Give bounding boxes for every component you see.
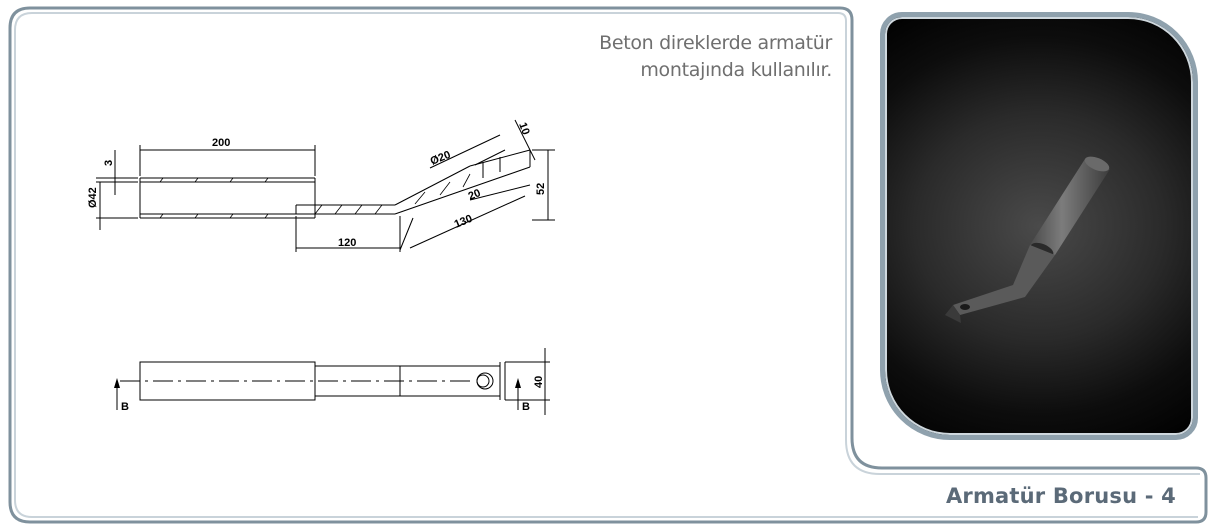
product-photo — [880, 12, 1198, 440]
dim-20-label: 20 — [467, 187, 483, 203]
dim-d20-label: Ø20 — [429, 149, 453, 168]
technical-drawing: 200 3 Ø42 120 130 Ø20 20 10 52 B B 40 — [87, 119, 555, 415]
side-view — [96, 119, 555, 252]
section-label-right: B — [522, 401, 530, 413]
dim-3-label: 3 — [103, 160, 115, 166]
product-title: Armatür Borusu - 4 — [945, 484, 1176, 508]
dim-200-label: 200 — [212, 137, 230, 149]
dim-40-label: 40 — [533, 376, 545, 388]
product-render — [945, 156, 1110, 323]
dim-130-label: 130 — [453, 213, 475, 231]
dim-120-label: 120 — [338, 237, 356, 249]
description-line-1: Beton direklerde armatür — [599, 32, 832, 54]
description-line-2: montajında kullanılır. — [640, 59, 832, 81]
dim-52-label: 52 — [535, 183, 547, 195]
section-label-left: B — [121, 401, 129, 413]
top-view — [116, 348, 550, 415]
dim-10-label: 10 — [516, 121, 531, 137]
dim-d42-label: Ø42 — [87, 187, 99, 208]
description-text: Beton direklerde armatür montajında kull… — [512, 30, 832, 84]
